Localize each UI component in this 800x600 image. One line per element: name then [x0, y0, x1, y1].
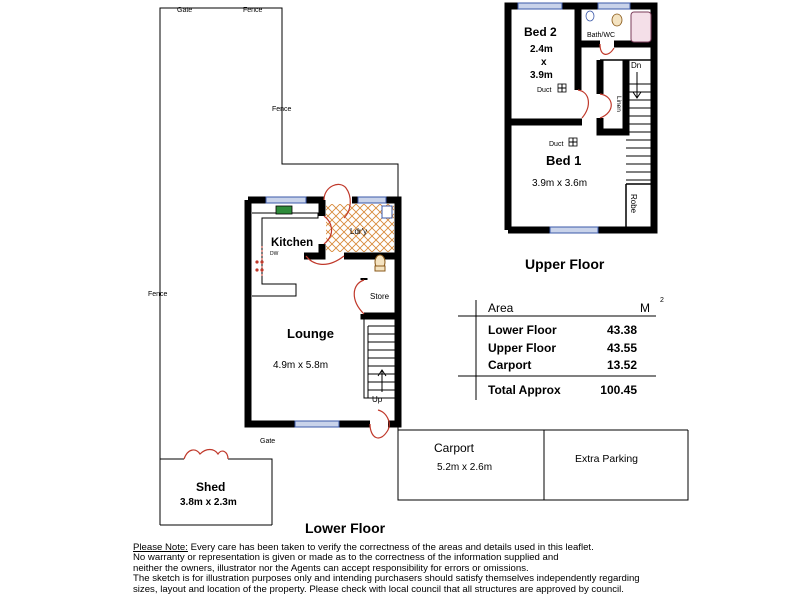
area-row-value: 43.55	[607, 341, 637, 355]
area-row-label: Lower Floor	[488, 323, 557, 337]
door-front	[369, 409, 390, 439]
carport-label: Carport	[434, 441, 475, 455]
up-label: Up	[372, 395, 383, 404]
door-laundry-lounge	[305, 255, 345, 265]
window-laundry	[357, 196, 387, 204]
duct1-label: Duct	[537, 87, 551, 94]
area-total-value: 100.45	[600, 383, 637, 397]
duct-bed1	[568, 137, 578, 147]
note-line: neither the owners, illustrator nor the …	[133, 562, 529, 574]
site-boundary	[159, 7, 688, 526]
linen-label: Linen	[615, 96, 622, 112]
window-kitchen	[265, 196, 307, 204]
area-header-label: Area	[488, 301, 514, 315]
lower-floor-title: Lower Floor	[305, 520, 386, 536]
door-store	[353, 279, 365, 315]
fence-top-label: Fence	[243, 7, 263, 14]
area-header-sup: 2	[660, 297, 664, 304]
area-total-label: Total Approx	[488, 383, 561, 397]
shed	[160, 448, 273, 525]
window-bath	[597, 2, 631, 10]
lower-floor	[244, 183, 402, 439]
robe-label: Robe	[629, 194, 638, 214]
lounge-size: 4.9m x 5.8m	[273, 360, 328, 371]
dn-label: Dn	[631, 61, 641, 70]
store-label: Store	[370, 292, 390, 301]
upper-floor-title: Upper Floor	[525, 256, 605, 272]
area-row-value: 43.38	[607, 323, 637, 337]
shed-label: Shed	[196, 480, 225, 494]
note-line: The sketch is for illustration purposes …	[133, 573, 640, 585]
extra-parking-label: Extra Parking	[575, 453, 638, 465]
basin	[585, 10, 595, 22]
gate-bottom-label: Gate	[260, 438, 275, 445]
stairs-upper	[626, 72, 654, 181]
area-header-unit: M	[640, 301, 650, 315]
stairs-lower	[367, 325, 398, 398]
toilet-upper	[611, 13, 623, 27]
kitchen-label: Kitchen	[271, 237, 313, 249]
bed1-label: Bed 1	[546, 153, 581, 168]
note-line: No warranty or representation is given o…	[133, 552, 559, 564]
area-row-value: 13.52	[607, 358, 637, 372]
area-row-label: Carport	[488, 358, 531, 372]
bed2-x: x	[541, 57, 547, 68]
window-bed2	[517, 2, 563, 10]
upper-floor	[504, 2, 658, 234]
note-title: Please Note:	[133, 542, 188, 553]
laundry-tub	[381, 205, 393, 219]
dw-label: DW	[270, 251, 279, 257]
shed-size: 3.8m x 2.3m	[180, 497, 237, 508]
lounge-label: Lounge	[287, 326, 334, 341]
area-row-label: Upper Floor	[488, 341, 556, 355]
gate-top-label: Gate	[177, 7, 192, 14]
door-bath	[599, 43, 615, 55]
bed2-height: 3.9m	[530, 70, 553, 81]
bed1-size: 3.9m x 3.6m	[532, 178, 587, 189]
bed2-width: 2.4m	[530, 44, 553, 55]
note-line: Every care has been taken to verify the …	[187, 542, 594, 553]
fence-mid-label: Fence	[272, 106, 292, 113]
laundry-label: Ldr'y	[350, 227, 367, 236]
fence-left-label: Fence	[148, 291, 168, 298]
bathwc-label: Bath/WC	[587, 32, 615, 39]
door-laundry	[323, 183, 351, 219]
door-bed1	[599, 93, 612, 119]
carport-size: 5.2m x 2.6m	[437, 462, 492, 473]
disclaimer-note: Please Note: Every care has been taken t…	[133, 542, 693, 595]
kitchen-sink	[275, 205, 293, 215]
window-bed1	[549, 226, 599, 234]
area-table	[458, 300, 656, 400]
door-bed2	[577, 89, 589, 119]
note-line: sizes, layout and location of the proper…	[133, 583, 624, 595]
duct2-label: Duct	[549, 141, 563, 148]
carport	[397, 430, 689, 501]
duct-bed2	[557, 83, 567, 93]
bathtub	[630, 11, 652, 43]
window-lounge	[294, 420, 340, 428]
bed2-label: Bed 2	[524, 25, 557, 39]
door-kitchen	[323, 215, 333, 245]
